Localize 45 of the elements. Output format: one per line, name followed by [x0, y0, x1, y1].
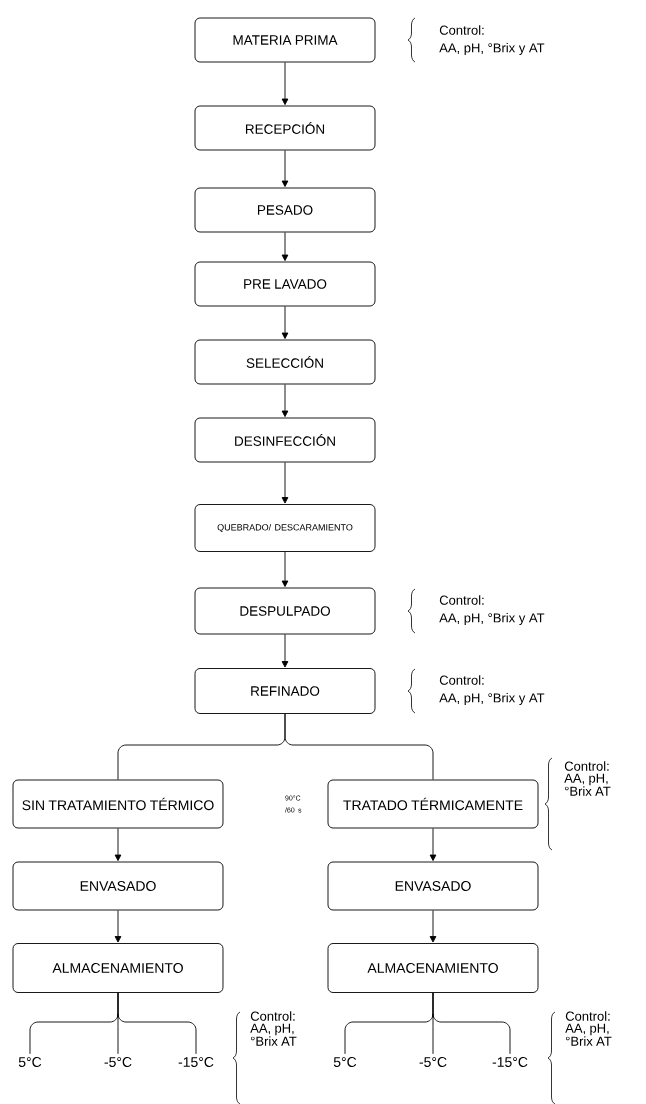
- process-box: REFINADO: [194, 668, 376, 714]
- process-box: ENVASADO: [327, 861, 539, 911]
- control-note: Control:: [439, 25, 484, 35]
- process-box: QUEBRADO/ DESCARAMIENTO: [194, 504, 376, 552]
- process-box: TRATADO TÉRMICAMENTE: [327, 779, 539, 829]
- connector: [281, 634, 289, 668]
- connector: [432, 992, 511, 1055]
- process-box: DESINFECCIÓN: [194, 417, 376, 463]
- control-note: Control: AA, pH, °Brix AT: [565, 1011, 612, 1046]
- connector: [114, 828, 122, 861]
- temperature-label: -5°C: [104, 1057, 132, 1067]
- process-box: PESADO: [194, 187, 376, 233]
- connector: [281, 462, 289, 504]
- process-box: SIN TRATAMIENTO TÉRMICO: [12, 779, 224, 829]
- process-box: MATERIA PRIMA: [194, 17, 376, 63]
- process-box: RECEPCIÓN: [194, 105, 376, 151]
- connector: [281, 150, 289, 187]
- connector: [114, 910, 122, 943]
- connector: [429, 910, 437, 943]
- temperature-label: -15°C: [492, 1057, 528, 1067]
- control-note: Control: AA, pH, °Brix AT: [564, 761, 611, 796]
- process-box: PRE LAVADO: [194, 261, 376, 307]
- temperature-label: -5°C: [419, 1057, 447, 1067]
- control-note: AA, pH, °Brix y AT: [439, 42, 545, 56]
- connector: [281, 62, 289, 105]
- connector: [281, 551, 289, 587]
- temperature-label: 5°C: [333, 1057, 357, 1067]
- control-note: Control:: [439, 595, 484, 605]
- connector: [281, 306, 289, 339]
- process-box: DESPULPADO: [194, 587, 376, 635]
- control-note: Control: AA, pH, °Brix AT: [250, 1011, 297, 1046]
- control-note: Control:: [439, 675, 484, 685]
- process-box: ALMACENAMIENTO: [327, 943, 539, 993]
- process-box: ENVASADO: [12, 861, 224, 911]
- temperature-label: 5°C: [18, 1057, 42, 1067]
- connector: [281, 232, 289, 261]
- temperature-label: -15°C: [178, 1057, 214, 1067]
- connector: [284, 713, 434, 780]
- connector: [429, 828, 437, 861]
- control-note: AA, pH, °Brix y AT: [439, 692, 545, 706]
- process-box: ALMACENAMIENTO: [12, 943, 224, 993]
- connector: [117, 992, 197, 1055]
- control-note: AA, pH, °Brix y AT: [439, 612, 545, 626]
- connector: [281, 384, 289, 417]
- process-box: SELECCIÓN: [194, 339, 376, 385]
